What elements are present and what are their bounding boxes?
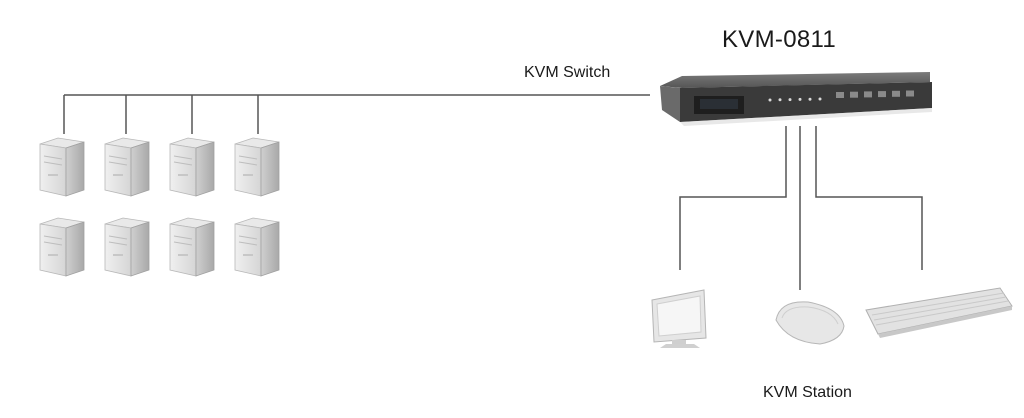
model-title: KVM-0811 (722, 26, 837, 53)
monitor-icon (651, 289, 707, 348)
cable-lines (63, 94, 923, 290)
station-line-keyboard (815, 126, 923, 270)
kvm-switch-icon (660, 72, 932, 126)
computer-tower-icon (39, 137, 85, 197)
kvm-switch-label: KVM Switch (524, 64, 611, 81)
computer-tower-icon (169, 217, 215, 277)
computer-tower-icon (104, 137, 150, 197)
mouse-icon (775, 301, 845, 345)
computer-tower-icon (234, 137, 280, 197)
computer-tower-icon (104, 217, 150, 277)
computer-grid (39, 137, 280, 277)
computer-tower-icon (39, 217, 85, 277)
computer-tower-icon (234, 217, 280, 277)
station-line-monitor (679, 126, 787, 270)
keyboard-icon (865, 287, 1013, 338)
computer-tower-icon (169, 137, 215, 197)
kvm-station-label: KVM Station (763, 384, 852, 401)
